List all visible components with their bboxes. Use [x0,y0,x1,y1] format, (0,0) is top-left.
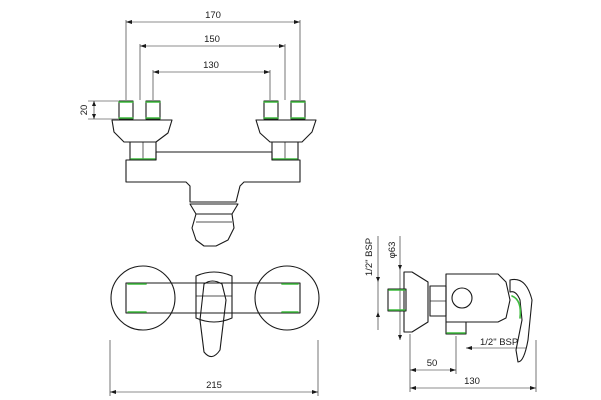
side-lever [509,278,533,363]
front-view: 215 [109,265,320,396]
side-nut [429,285,447,317]
dimension-150: 150 [139,34,286,100]
dimension-130-label: 130 [203,60,219,71]
right-nut [271,141,299,161]
outlet [445,321,467,335]
left-studs [118,100,161,120]
right-flange [255,119,317,143]
bsp-horizontal: 1/2" BSP [466,337,526,350]
right-rosette [254,265,320,331]
left-flange [111,119,173,143]
side-view: 1/2" BSP φ63 [364,236,537,392]
dimension-50-label: 50 [427,358,438,369]
dimension-20: 20 [79,100,118,120]
dimension-150-label: 150 [204,34,220,45]
diameter-label: φ63 [387,242,398,259]
lever-top [189,203,239,247]
top-view: 170 150 130 20 [79,10,317,247]
left-rosette [110,265,176,331]
mixer-body-top [125,151,301,203]
dimension-170-label: 170 [205,10,221,21]
inlet-pipe [387,288,407,312]
side-rosette [403,271,429,333]
mixer-body-front [125,282,301,314]
dimension-215-label: 215 [206,380,222,391]
dimension-20-label: 20 [79,105,90,116]
bsp-horizontal-label: 1/2" BSP [480,337,518,348]
lever-front [195,271,233,358]
dimension-170: 170 [125,10,301,100]
left-nut [129,141,157,161]
right-studs [263,100,306,120]
dimension-215: 215 [109,340,319,396]
dimension-130: 130 [152,60,271,100]
side-body [445,273,511,323]
dimension-130-side-label: 130 [464,376,480,387]
bsp-vertical-label: 1/2" BSP [364,238,375,276]
dimension-50: 50 [409,334,457,392]
dimension-130-side: 130 [410,340,537,392]
